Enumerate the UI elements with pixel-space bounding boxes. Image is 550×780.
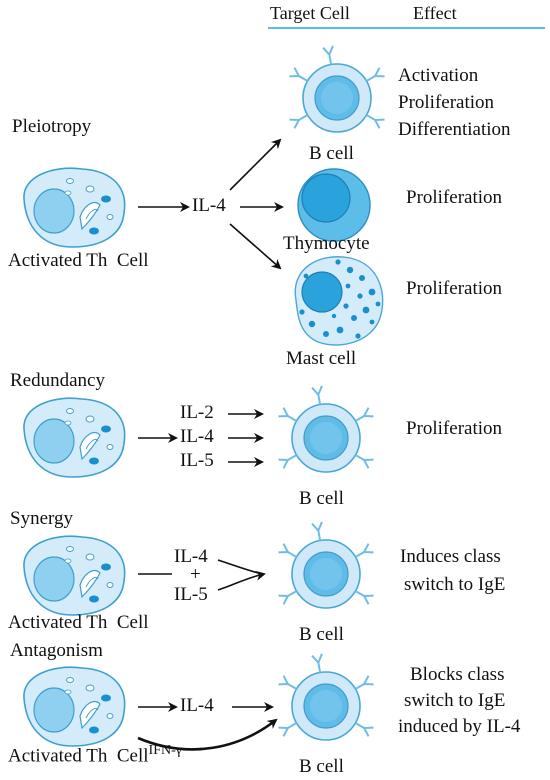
section-title-synergy: Synergy xyxy=(10,508,73,529)
effect-antagonism-line-3: induced by IL-4 xyxy=(398,716,521,737)
cytokine-il5-synergy: IL-5 xyxy=(174,584,208,605)
effect-activation: Activation xyxy=(398,65,479,86)
header-effect: Effect xyxy=(413,3,457,23)
target-label-b-cell-2: B cell xyxy=(299,488,344,509)
source-label-1: Activated Th Cell xyxy=(8,250,149,271)
effect-antagonism-line-1: Blocks class xyxy=(410,664,505,685)
b-cell-1 xyxy=(288,44,386,134)
effect-synergy-line-1: Induces class xyxy=(400,546,501,567)
activated-th-cell-3 xyxy=(23,535,126,616)
cytokine-il5: IL-5 xyxy=(180,450,214,471)
effect-differentiation: Differentiation xyxy=(398,119,511,140)
target-label-b-cell-1: B cell xyxy=(309,143,354,164)
section-title-pleiotropy: Pleiotropy xyxy=(12,116,92,137)
cytokine-il4-pleiotropy: IL-4 xyxy=(192,195,226,216)
b-cell-4 xyxy=(277,652,375,741)
effect-proliferation-redundancy: Proliferation xyxy=(406,418,503,439)
target-label-mast-cell: Mast cell xyxy=(286,348,357,369)
activated-th-cell-4 xyxy=(23,666,126,747)
cytokine-il2: IL-2 xyxy=(180,402,214,423)
activated-th-cell-2 xyxy=(23,397,126,478)
header-target-cell: Target Cell xyxy=(270,3,350,23)
effect-antagonism-line-2: switch to IgE xyxy=(404,690,506,711)
plus-sign: + xyxy=(190,564,201,585)
target-label-b-cell-3: B cell xyxy=(299,624,344,645)
source-label-4-text: Activated Th Cell xyxy=(8,745,149,767)
mast-cell xyxy=(294,256,384,346)
source-label-4: Activated Th CellIFN-γ xyxy=(8,743,182,767)
target-label-thymocyte: Thymocyte xyxy=(283,233,370,254)
b-cell-3 xyxy=(277,520,375,609)
b-cell-2 xyxy=(277,384,375,473)
cytokine-il4-synergy: IL-4 xyxy=(174,546,208,567)
cytokine-il4-antagonism: IL-4 xyxy=(180,695,214,716)
cytokine-ifn-gamma: IFN-γ xyxy=(148,743,182,758)
target-label-b-cell-4: B cell xyxy=(299,756,344,777)
thymocyte-cell xyxy=(297,168,371,242)
section-title-redundancy: Redundancy xyxy=(10,370,105,391)
effect-synergy-line-2: switch to IgE xyxy=(404,574,506,595)
source-label-3: Activated Th Cell xyxy=(8,612,149,633)
effect-proliferation-mast-cell: Proliferation xyxy=(406,278,503,299)
effect-proliferation-1: Proliferation xyxy=(398,92,495,113)
effect-proliferation-thymocyte: Proliferation xyxy=(406,187,503,208)
cytokine-il4-redundancy: IL-4 xyxy=(180,426,214,447)
activated-th-cell-1 xyxy=(23,167,126,248)
section-title-antagonism: Antagonism xyxy=(10,640,103,661)
